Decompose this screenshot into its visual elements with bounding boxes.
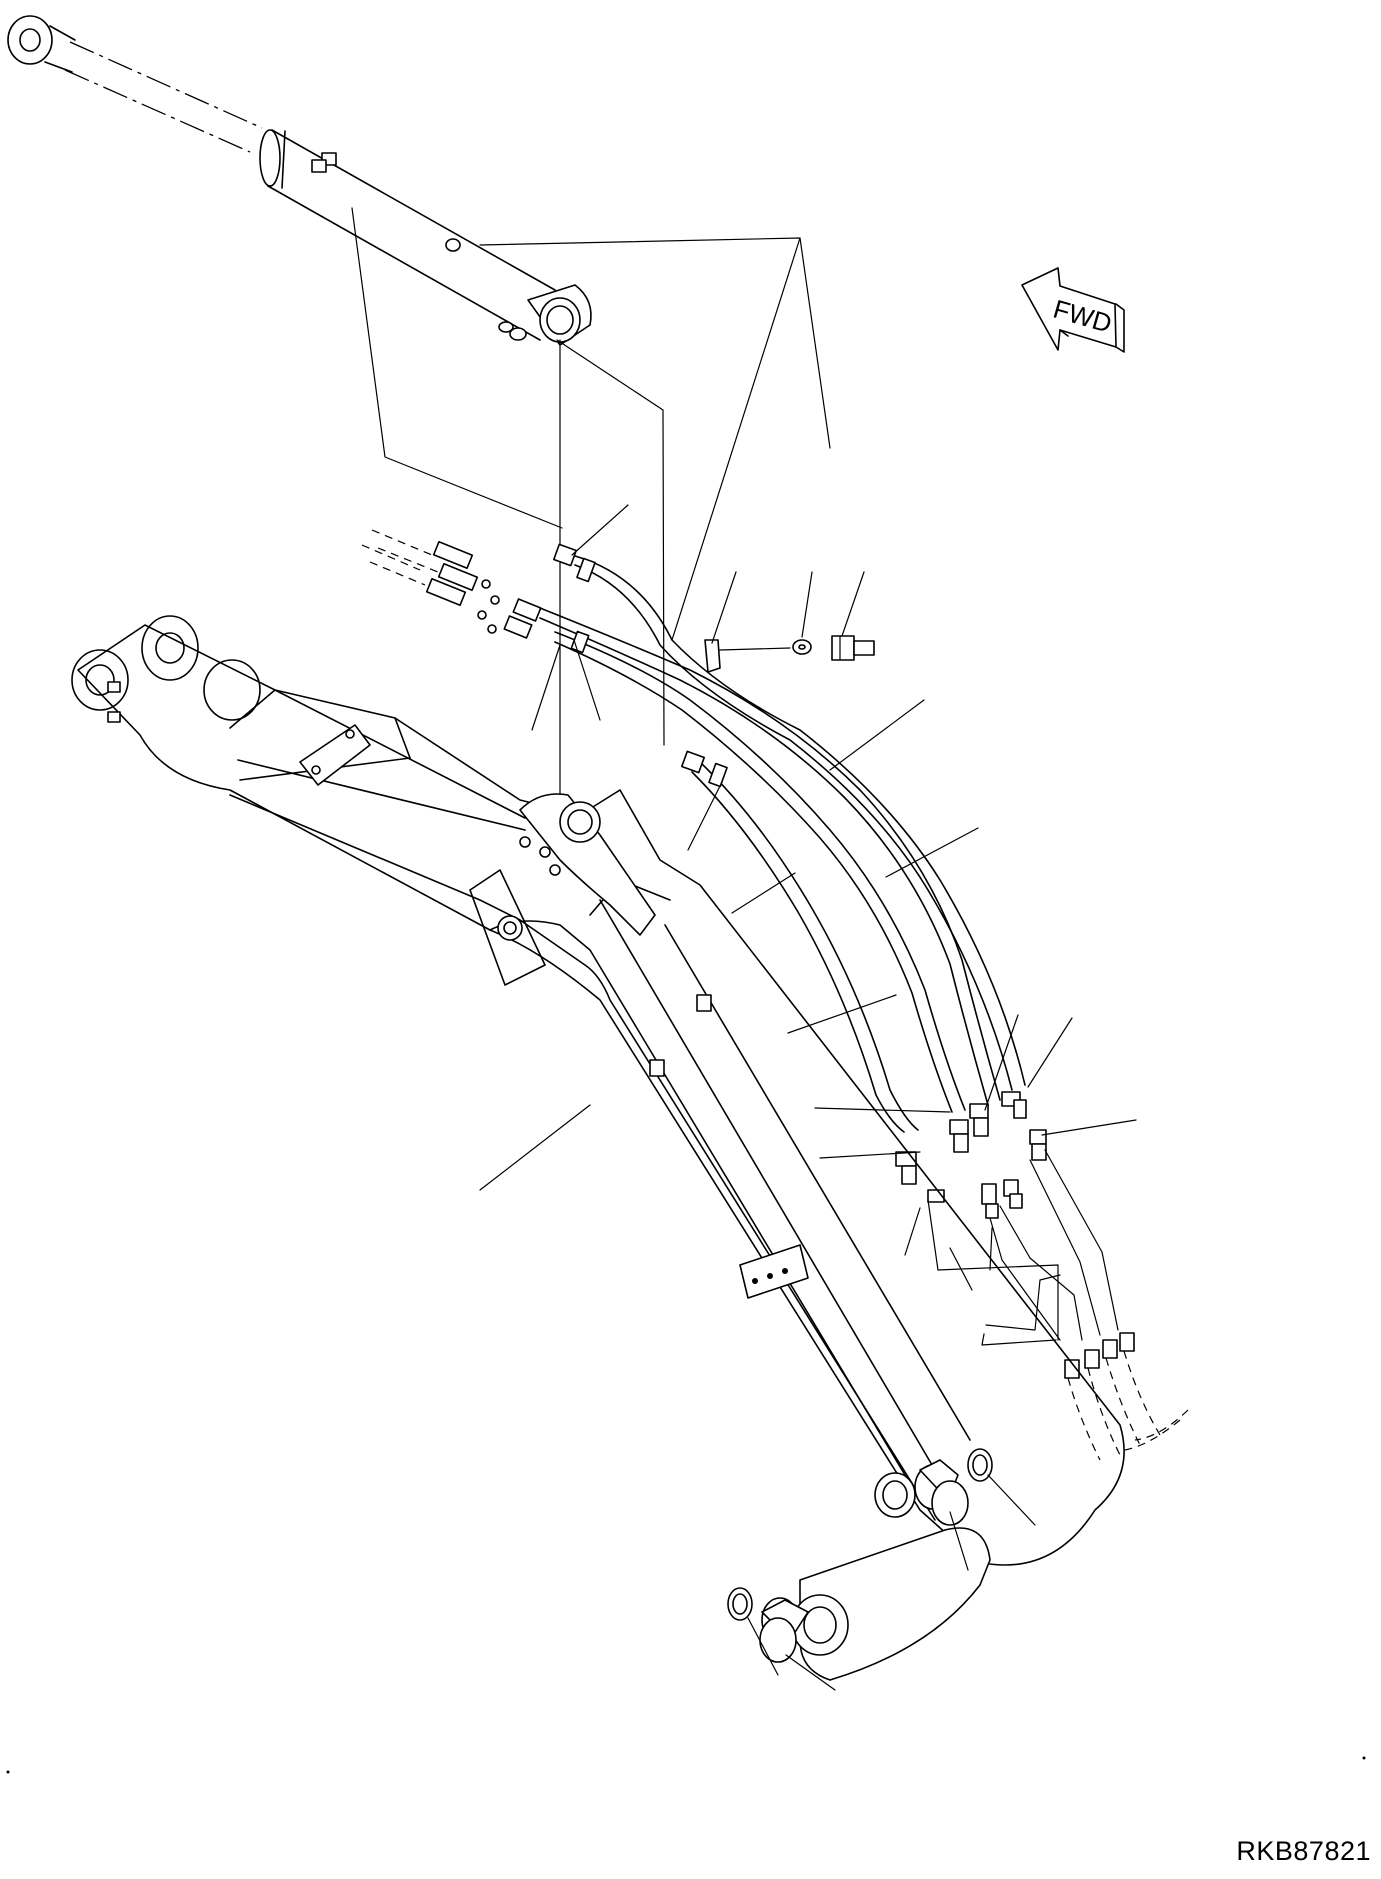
- bushings: [728, 1449, 992, 1662]
- drawing-code: RKB87821: [1236, 1836, 1371, 1866]
- stray-mark: [6, 1770, 10, 1774]
- clamp-hardware: [720, 636, 874, 660]
- stray-mark: [1362, 1756, 1366, 1760]
- hose-end-fittings: [362, 530, 541, 638]
- callout-leaders: [480, 505, 1136, 1690]
- ring-lower: [728, 1588, 752, 1620]
- ring-upper: [968, 1449, 992, 1481]
- bushing-upper: [915, 1460, 968, 1525]
- lower-fittings: [896, 1092, 1188, 1460]
- bolt: [832, 636, 874, 660]
- boom-cylinder: [8, 16, 591, 345]
- fwd-arrow-icon: FWD: [1022, 268, 1124, 352]
- hoses: [540, 544, 1025, 1132]
- boom: [72, 616, 1124, 1680]
- assembly-lines: [352, 208, 830, 812]
